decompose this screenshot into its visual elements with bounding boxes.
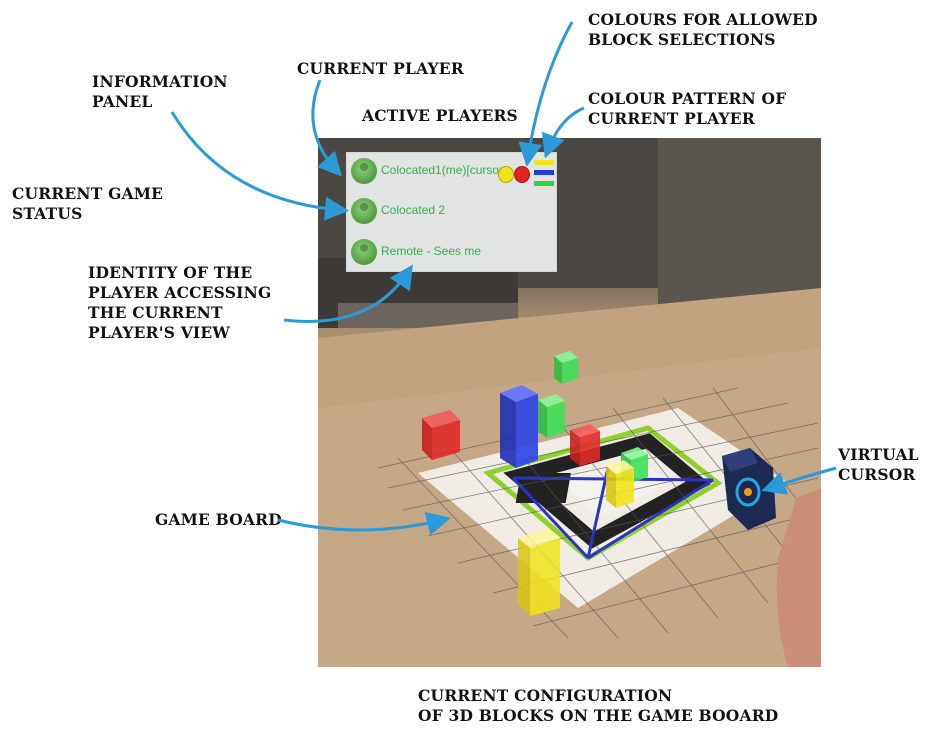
player-row-remote[interactable]: Remote - Sees me [347, 236, 556, 272]
block-red-center[interactable] [570, 424, 600, 466]
block-yellow-front[interactable] [518, 528, 560, 616]
player-row-colocated-2[interactable]: Colocated 2 [347, 195, 556, 231]
player-name: Colocated1(me)[cursor] [381, 163, 501, 177]
block-blue-stack[interactable] [500, 385, 538, 468]
block-green-mid[interactable] [538, 394, 565, 438]
label-game-board: GAME BOARD [155, 510, 282, 529]
player-name: Colocated 2 [381, 203, 446, 217]
pattern-bar-blue [534, 170, 554, 175]
allowed-colour-yellow-dot[interactable] [498, 166, 514, 183]
label-current-player: CURRENT PLAYER [297, 59, 464, 78]
block-red-left[interactable] [422, 410, 460, 460]
block-green-top[interactable] [554, 351, 578, 384]
allowed-colour-red-dot[interactable] [514, 166, 530, 183]
player-row-current[interactable]: Colocated1(me)[cursor] [347, 155, 556, 191]
player-avatar-icon [351, 158, 377, 184]
pattern-bar-yellow [534, 160, 554, 165]
player-name: Remote - Sees me [381, 244, 482, 258]
arrow-information-panel [170, 111, 349, 221]
virtual-cursor-marker[interactable] [735, 477, 761, 507]
block-yellow-right[interactable] [606, 460, 634, 508]
pattern-bar-green [534, 181, 554, 186]
label-active-players: ACTIVE PLAYERS [362, 106, 518, 125]
doorway [658, 138, 821, 308]
player-avatar-icon [351, 239, 377, 265]
player-avatar-icon [351, 198, 377, 224]
